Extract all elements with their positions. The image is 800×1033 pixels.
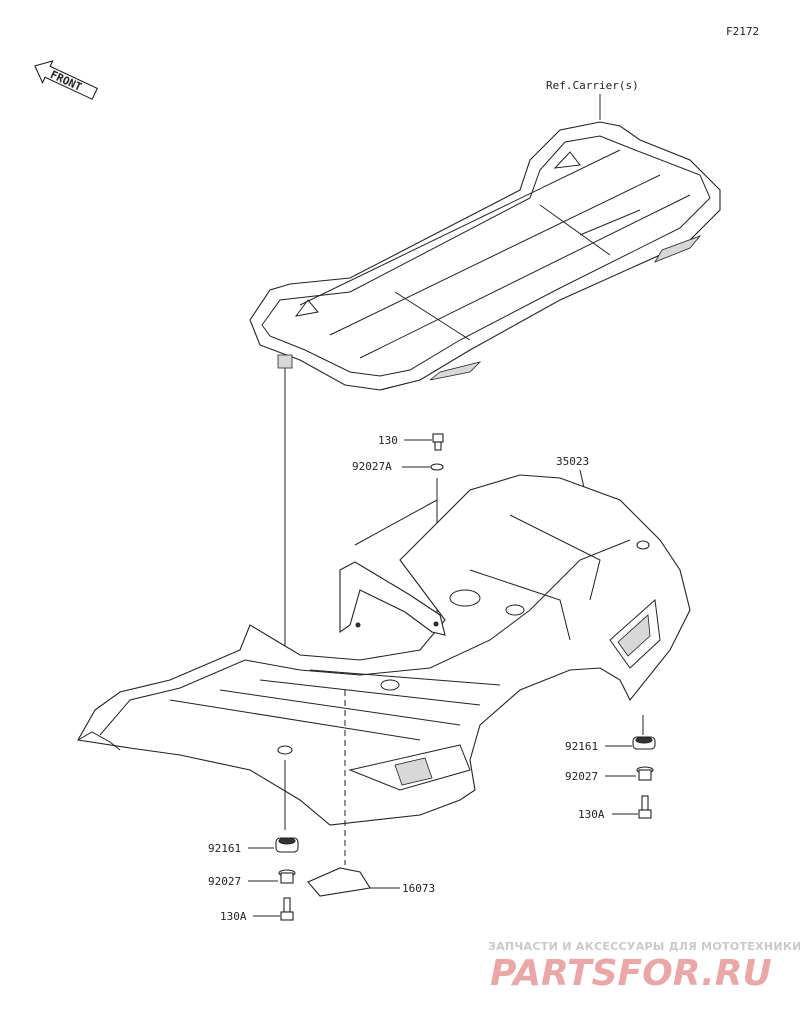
fender-bracket — [339, 499, 446, 636]
mud-flap-16073 — [307, 867, 371, 897]
collar-92027-right-icon — [636, 766, 654, 781]
rear-fender — [77, 474, 691, 826]
bolt-130A-left-icon — [280, 897, 294, 921]
watermark-tagline: ЗАПЧАСТИ И АКСЕССУАРЫ ДЛЯ МОТОТЕХНИКИ — [488, 940, 800, 953]
bolt-130-icon — [432, 433, 444, 451]
front-label: FRONT — [48, 68, 84, 94]
label-92161-left: 92161 — [208, 842, 241, 855]
label-35023: 35023 — [556, 455, 589, 468]
label-92027-right: 92027 — [565, 770, 598, 783]
washer-92027A-icon — [430, 463, 444, 471]
grommet-92161-right-icon — [632, 736, 656, 750]
bolt-130A-right-icon — [638, 795, 652, 819]
ref-carrier-label: Ref.Carrier(s) — [546, 79, 639, 92]
collar-92027-left-icon — [278, 869, 296, 884]
rear-carrier-rack — [249, 121, 721, 391]
label-130: 130 — [378, 434, 398, 447]
label-16073: 16073 — [402, 882, 435, 895]
label-92027A: 92027A — [352, 460, 392, 473]
grommet-92161-left-icon — [275, 837, 299, 853]
label-130A-right: 130A — [578, 808, 605, 821]
label-130A-left: 130A — [220, 910, 247, 923]
watermark-brand: PARTSFOR.RU — [490, 953, 772, 994]
label-92027-left: 92027 — [208, 875, 241, 888]
label-92161-right: 92161 — [565, 740, 598, 753]
figure-id: F2172 — [726, 25, 759, 38]
front-arrow-icon: FRONT — [34, 60, 99, 100]
